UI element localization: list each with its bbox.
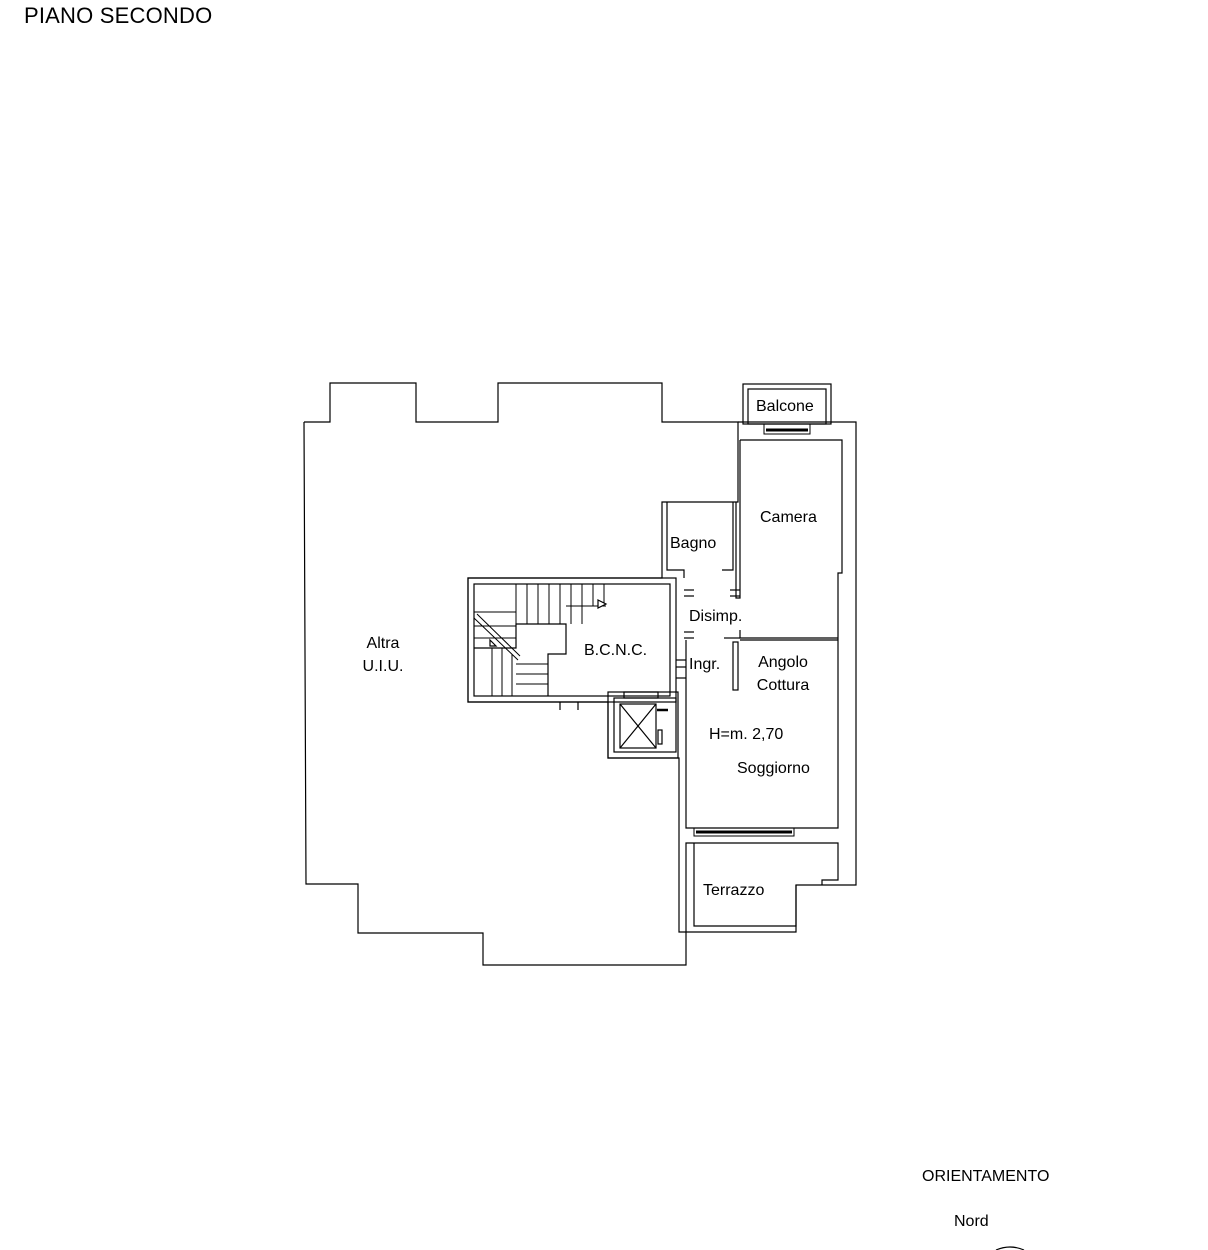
stair-treads [473, 584, 606, 696]
room-label-bagno: Bagno [670, 535, 717, 552]
page-title: PIANO SECONDO [24, 3, 213, 28]
orientation-north-label: Nord [954, 1213, 989, 1230]
room-label-angolo-line1: Angolo [758, 654, 808, 671]
stair-arrow-icon [597, 599, 608, 609]
room-label-bcnc: B.C.N.C. [584, 642, 648, 659]
room-label-soggiorno: Soggiorno [737, 760, 810, 777]
room-label-balcone: Balcone [756, 398, 814, 415]
room-label-altra-line2: U.I.U. [362, 658, 404, 675]
room-label-altra: Altra U.I.U. [350, 632, 416, 678]
bagno-walls [666, 502, 685, 578]
camera-bottom-wall [739, 630, 838, 639]
balcone-window [763, 423, 811, 435]
elevator-landing [623, 691, 659, 699]
room-label-altra-line1: Altra [366, 635, 400, 652]
room-label-angolo-line2: Cottura [756, 677, 810, 694]
soggiorno-window [693, 827, 795, 837]
kitchen-partition [732, 641, 739, 691]
stair-arrow-icon [489, 638, 498, 647]
camera-walls [735, 440, 741, 599]
elevator-panel [657, 729, 663, 745]
elevator-car [619, 703, 657, 749]
room-label-terrazzo: Terrazzo [703, 882, 765, 899]
terrazzo-inner [693, 843, 797, 927]
compass-icon [995, 1246, 1025, 1250]
bagno-right-wall [722, 502, 734, 571]
room-label-height: H=m. 2,70 [709, 726, 784, 743]
room-label-disimp: Disimp. [689, 608, 743, 625]
stair-core-outer [467, 577, 677, 703]
room-label-ingr: Ingr. [689, 656, 721, 673]
apartment-inner-wall [685, 439, 843, 829]
stair-landing [474, 623, 567, 696]
elevator-cross [619, 703, 657, 749]
orientation-heading: ORIENTAMENTO [922, 1168, 1050, 1185]
room-label-camera: Camera [760, 509, 817, 526]
stair-core-inner [473, 583, 671, 697]
room-label-angolo-cottura: Angolo Cottura [750, 651, 816, 697]
